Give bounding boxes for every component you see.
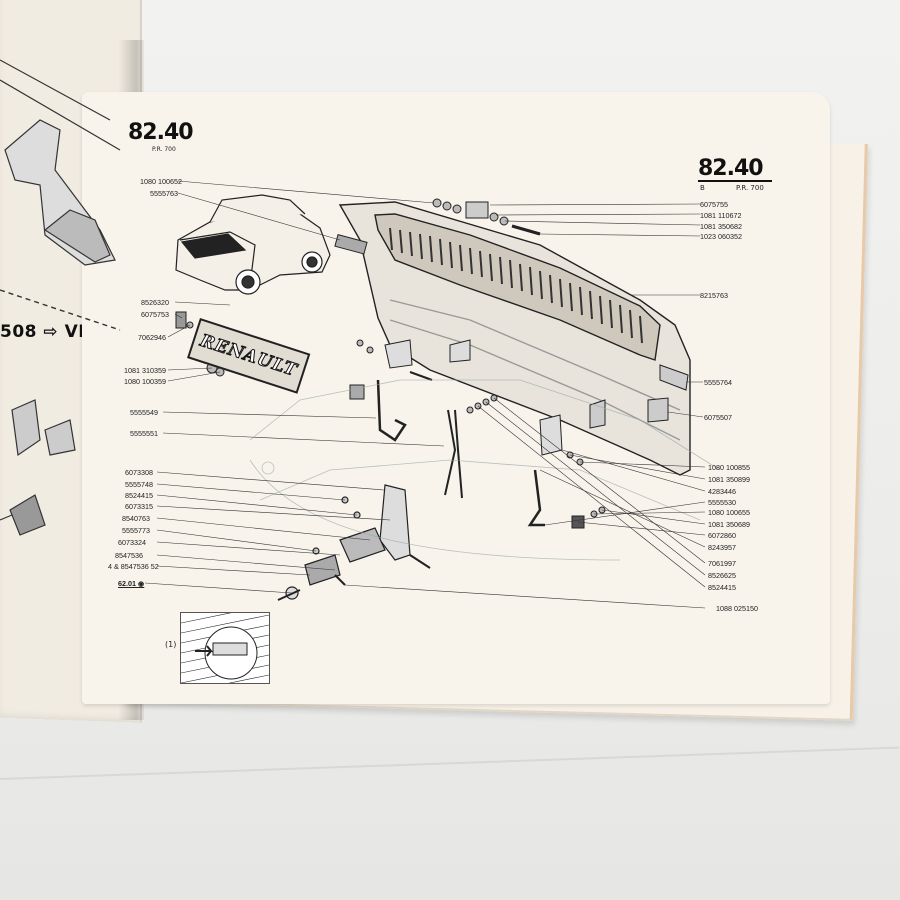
- page-number-right: 82.40: [698, 156, 764, 181]
- part-label: 8524415: [125, 491, 153, 500]
- part-label: 5555530: [708, 498, 736, 507]
- part-label: 8540763: [122, 514, 150, 523]
- part-label: 6075755: [700, 200, 728, 209]
- part-label: 1080 100655: [708, 508, 750, 517]
- lock-mechanism: [277, 484, 431, 601]
- stepper-suffix: 52: [150, 562, 159, 571]
- part-label: 5555773: [122, 526, 150, 535]
- part-label: 8526625: [708, 571, 736, 580]
- part-label: 6073324: [118, 538, 146, 547]
- part-label: 5555748: [125, 480, 153, 489]
- catalog-page: [82, 92, 830, 704]
- part-label: 7061997: [708, 559, 736, 568]
- rear-grille-panel: [338, 201, 691, 476]
- stepper-ampersand: &: [114, 562, 119, 571]
- part-label: 8215763: [700, 291, 728, 300]
- part-label: 1081 350689: [708, 520, 750, 529]
- inset-detail-drawing: [181, 613, 269, 683]
- part-label: 8547536: [115, 551, 143, 560]
- part-label: 1081 350899: [708, 475, 750, 484]
- part-label: 6072860: [708, 531, 736, 540]
- part-label: 8524415: [708, 583, 736, 592]
- page-number-rule: [698, 180, 772, 182]
- left-page-arrow-number: 508: [0, 322, 37, 342]
- page-letter-right: B: [700, 184, 705, 192]
- leader-lines: [144, 180, 706, 609]
- right-arrow-icon: ⇨: [43, 322, 59, 342]
- part-label: 1080 100652: [140, 177, 182, 186]
- part-label: 6075753: [141, 310, 169, 319]
- part-label: 1080 100359: [124, 377, 166, 386]
- part-label: 62.01: [118, 579, 136, 588]
- inset-detail-box: [180, 612, 270, 684]
- car-body-ghost-lines: [249, 379, 721, 561]
- part-label: 6073315: [125, 502, 153, 511]
- car-illustration: [175, 194, 331, 295]
- left-page-hinge-drawing: [0, 59, 121, 266]
- part-label: 8243957: [708, 543, 736, 552]
- part-label: 4283446: [708, 487, 736, 496]
- part-label: 6073308: [125, 468, 153, 477]
- stepper-prefix: 4: [108, 562, 112, 571]
- part-label: 1081 310359: [124, 366, 166, 375]
- part-label: 1080 100855: [708, 463, 750, 472]
- part-label: 5555764: [704, 378, 732, 387]
- part-label: 5555549: [130, 408, 158, 417]
- inset-label: (1): [165, 640, 177, 649]
- page-reference-left: P.R. 700: [152, 146, 176, 153]
- part-label: 5555763: [150, 189, 178, 198]
- hardware-parts: [175, 198, 689, 529]
- part-label: 5555551: [130, 429, 158, 438]
- part-label: 1088 025150: [716, 604, 758, 613]
- part-label: 1081 110672: [700, 211, 742, 220]
- part-label: 1023 060352: [700, 232, 742, 241]
- part-label: 6075507: [704, 413, 732, 422]
- page-reference-right: P.R. 700: [736, 184, 764, 192]
- eye-icon: ◉: [138, 579, 145, 588]
- part-label: 1081 350682: [700, 222, 742, 231]
- part-label-reference: 62.01 ◉: [118, 579, 144, 588]
- part-label: 7062946: [138, 333, 166, 342]
- part-label: 8547536: [120, 562, 149, 571]
- page-number-left: 82.40: [128, 120, 194, 145]
- part-label: 8526320: [141, 298, 169, 307]
- part-label-stepped: 4 & 8547536 52: [108, 562, 159, 571]
- left-page-bracket-drawing: [0, 399, 76, 536]
- left-page-dashed-line: [0, 289, 121, 331]
